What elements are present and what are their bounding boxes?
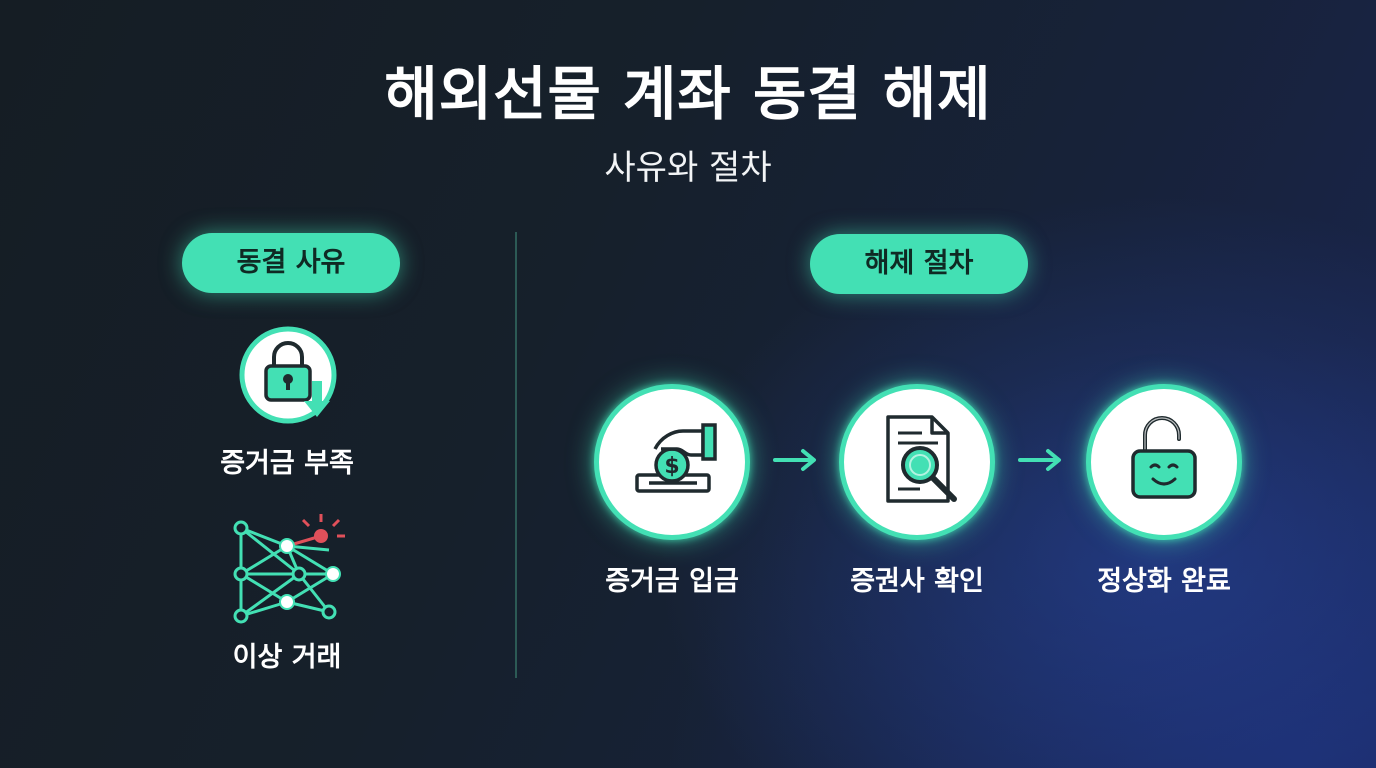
step-complete-label: 정상화 완료 [1097, 566, 1231, 597]
unlocked-smile-icon [1131, 416, 1197, 499]
step-deposit-label: 증거금 입금 [605, 566, 739, 597]
network-alert-icon [225, 512, 355, 628]
page-title: 해외선물 계좌 동결 해제 [384, 60, 992, 128]
step-complete-circle [1086, 384, 1242, 540]
release-steps-heading: 해제 절차 [810, 234, 1028, 294]
document-magnifier-icon [886, 415, 957, 503]
reason-abnormal-trading: 이상 거래 [232, 642, 342, 673]
step-deposit-circle: $ [594, 384, 750, 540]
svg-text:$: $ [664, 454, 679, 479]
page-subtitle: 사유와 절차 [604, 148, 772, 188]
arrow-right-icon [773, 449, 816, 471]
step-verify-label: 증권사 확인 [850, 566, 984, 597]
step-verify-circle [839, 384, 995, 540]
reason-insufficient-margin: 증거금 부족 [220, 448, 354, 479]
freeze-reasons-heading: 동결 사유 [182, 233, 400, 293]
lock-down-arrow-icon [236, 323, 340, 427]
section-divider [515, 232, 517, 678]
hand-coin-deposit-icon: $ [635, 423, 717, 493]
arrow-right-icon [1018, 449, 1061, 471]
